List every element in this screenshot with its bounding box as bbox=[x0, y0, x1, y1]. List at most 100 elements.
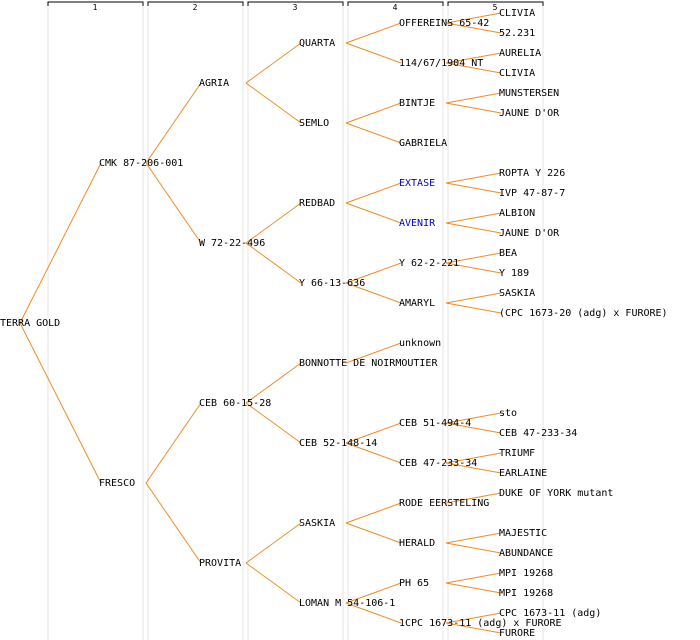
ancestor-name: CMK 87-206-001 bbox=[99, 158, 183, 169]
parent-link bbox=[445, 62, 502, 74]
ancestor-name: SEMLO bbox=[299, 118, 329, 129]
ancestor-name: AGRIA bbox=[199, 78, 229, 89]
parent-link bbox=[345, 282, 402, 304]
ancestor-name: TRIUMF bbox=[499, 448, 535, 459]
parent-link bbox=[245, 562, 302, 604]
ancestor-name: CLIVIA bbox=[499, 68, 535, 79]
ancestor-name: CEB 51-494-4 bbox=[399, 418, 471, 429]
parent-link bbox=[445, 52, 502, 64]
ancestor-name: ABUNDANCE bbox=[499, 548, 553, 559]
parent-link bbox=[145, 402, 202, 484]
parent-link bbox=[245, 242, 302, 284]
generation-number: 2 bbox=[193, 3, 198, 12]
parent-link bbox=[345, 102, 402, 124]
parent-link bbox=[445, 452, 502, 464]
parent-link bbox=[445, 92, 502, 104]
ancestor-name: CEB 47-233-34 bbox=[499, 428, 577, 439]
parent-link bbox=[345, 522, 402, 544]
ancestor-name: BEA bbox=[499, 248, 517, 259]
ancestor-name: AMARYL bbox=[399, 298, 435, 309]
ancestor-name: LOMAN M 54-106-1 bbox=[299, 598, 395, 609]
parent-link bbox=[445, 212, 502, 224]
ancestor-highlighted: AVENIR bbox=[399, 218, 436, 229]
ancestor-name: CLIVIA bbox=[499, 8, 535, 19]
ancestor-name: ROPTA Y 226 bbox=[499, 168, 565, 179]
ancestor-name: (CPC 1673-20 (adg) x FURORE) bbox=[499, 308, 668, 319]
parent-link bbox=[245, 202, 302, 244]
generation-bracket bbox=[347, 1, 444, 6]
parent-link bbox=[445, 582, 502, 594]
parent-link bbox=[445, 12, 502, 24]
pedigree-edges bbox=[19, 12, 502, 634]
generation-headers: 1 2 3 4 5 bbox=[47, 1, 544, 12]
generation-bracket bbox=[247, 1, 344, 6]
ancestor-name: SASKIA bbox=[499, 288, 535, 299]
parent-link bbox=[345, 182, 402, 204]
ancestor-name: BONNOTTE DE NOIRMOUTIER bbox=[299, 358, 438, 369]
ancestor-name: MPI 19268 bbox=[499, 568, 553, 579]
parent-link bbox=[245, 82, 302, 124]
parent-link bbox=[445, 492, 502, 504]
ancestor-name: EARLAINE bbox=[499, 468, 547, 479]
ancestor-name: CPC 1673-11 (adg) bbox=[499, 608, 601, 619]
ancestor-highlighted: EXTASE bbox=[399, 178, 435, 189]
parent-link bbox=[145, 482, 202, 564]
parent-link bbox=[445, 622, 502, 634]
parent-link bbox=[345, 602, 402, 624]
ancestor-name: Y 66-13-636 bbox=[299, 278, 365, 289]
ancestor-name: OFFEREINS 65-42 bbox=[399, 18, 489, 29]
ancestor-name: MPI 19268 bbox=[499, 588, 553, 599]
ancestor-name: QUARTA bbox=[299, 38, 335, 49]
generation-number: 5 bbox=[493, 3, 498, 12]
ancestor-name: GABRIELA bbox=[399, 138, 447, 149]
ancestor-name: FRESCO bbox=[99, 478, 135, 489]
parent-link bbox=[345, 342, 402, 364]
parent-link bbox=[19, 162, 102, 324]
ancestor-name: Y 189 bbox=[499, 268, 529, 279]
ancestor-name: sto bbox=[499, 408, 517, 419]
parent-link bbox=[345, 422, 402, 444]
ancestor-name: CEB 60-15-28 bbox=[199, 398, 271, 409]
ancestor-name: CEB 52-148-14 bbox=[299, 438, 377, 449]
ancestor-name: REDBAD bbox=[299, 198, 335, 209]
ancestor-name: Y 62-2-221 bbox=[399, 258, 459, 269]
parent-link bbox=[145, 82, 202, 164]
ancestor-name: JAUNE D'OR bbox=[499, 108, 560, 119]
parent-link bbox=[445, 22, 502, 34]
ancestor-name: ALBION bbox=[499, 208, 535, 219]
ancestor-name: RODE EERSTELING bbox=[399, 498, 489, 509]
ancestor-name: MUNSTERSEN bbox=[499, 88, 559, 99]
ancestor-name: FURORE bbox=[499, 628, 535, 639]
parent-link bbox=[445, 532, 502, 544]
parent-link bbox=[345, 22, 402, 44]
parent-link bbox=[245, 522, 302, 564]
ancestor-name: W 72-22-496 bbox=[199, 238, 265, 249]
ancestor-name: CEB 47-233-34 bbox=[399, 458, 477, 469]
ancestor-name: PH 65 bbox=[399, 578, 429, 589]
parent-link bbox=[245, 42, 302, 84]
ancestor-name: HERALD bbox=[399, 538, 435, 549]
ancestor-name: BINTJE bbox=[399, 98, 435, 109]
parent-link bbox=[145, 162, 202, 244]
parent-link bbox=[445, 612, 502, 624]
parent-link bbox=[445, 102, 502, 114]
generation-number: 1 bbox=[93, 3, 98, 12]
ancestor-name: PROVITA bbox=[199, 558, 241, 569]
ancestor-name: AURELIA bbox=[499, 48, 541, 59]
ancestor-name: DUKE OF YORK mutant bbox=[499, 488, 613, 499]
ancestor-name: unknown bbox=[399, 338, 441, 349]
parent-link bbox=[19, 322, 102, 484]
parent-link bbox=[445, 412, 502, 424]
generation-bracket bbox=[47, 1, 144, 6]
ancestor-name: SASKIA bbox=[299, 518, 335, 529]
parent-link bbox=[345, 202, 402, 224]
generation-number: 4 bbox=[393, 3, 398, 12]
parent-link bbox=[445, 262, 502, 274]
parent-link bbox=[245, 362, 302, 404]
generation-number: 3 bbox=[293, 3, 298, 12]
parent-link bbox=[445, 572, 502, 584]
parent-link bbox=[445, 172, 502, 184]
parent-link bbox=[445, 252, 502, 264]
